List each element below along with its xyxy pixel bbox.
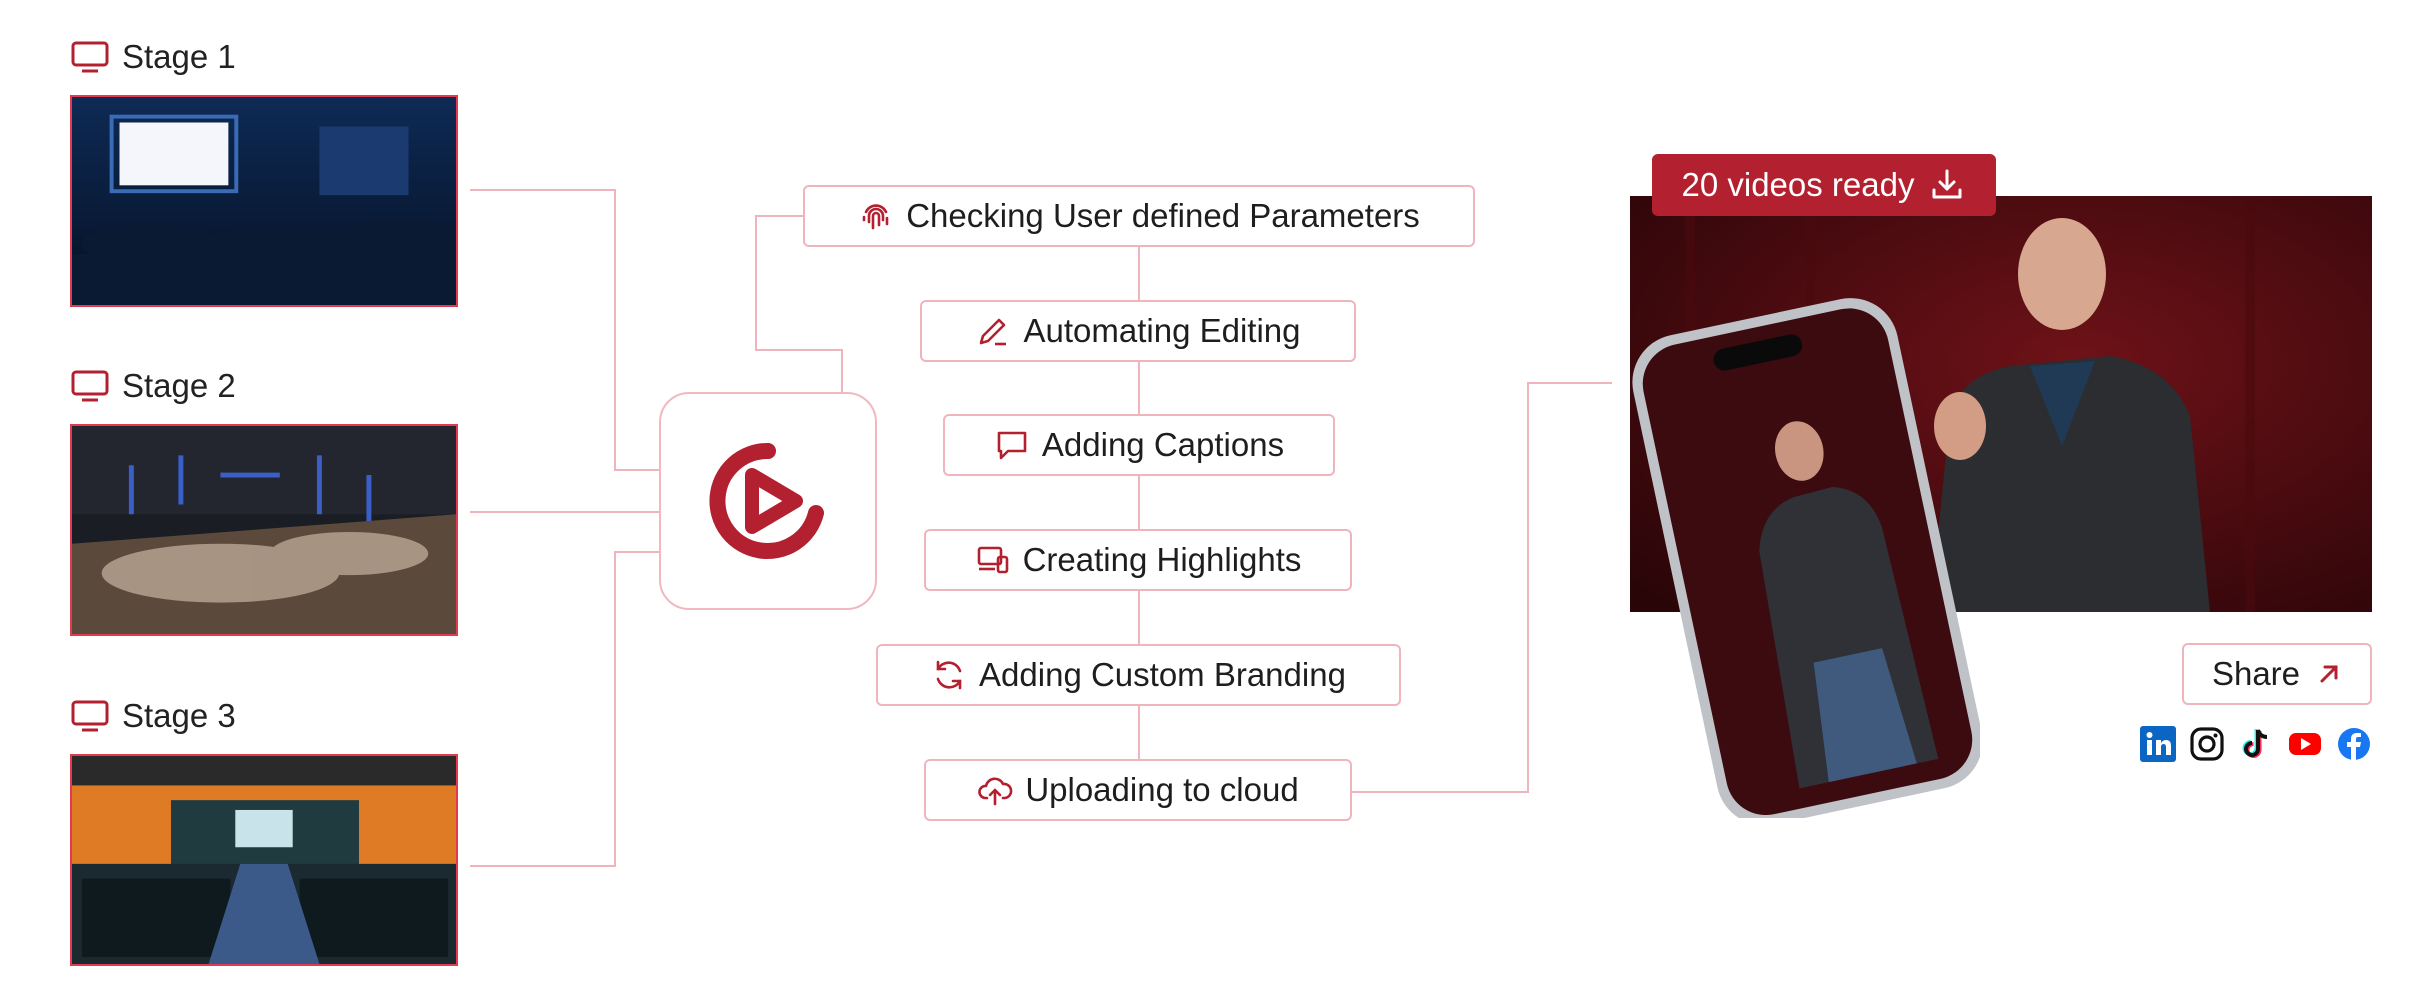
cloud-upload-icon <box>978 777 1013 806</box>
stage-2-label: Stage 2 <box>70 367 236 405</box>
monitor-icon <box>71 370 109 402</box>
refresh-icon <box>936 660 962 690</box>
badge-label: 20 videos ready <box>1681 166 1915 203</box>
step-adding-captions: Adding Captions <box>943 414 1335 476</box>
step-uploading-cloud: Uploading to cloud <box>924 759 1352 821</box>
step-label: Checking User defined Parameters <box>906 197 1420 234</box>
step-label: Automating Editing <box>1023 312 1301 349</box>
step-label: Adding Captions <box>1041 426 1285 463</box>
step-label: Adding Custom Branding <box>979 656 1346 693</box>
step-checking-parameters: Checking User defined Parameters <box>803 185 1475 247</box>
facebook-icon[interactable] <box>2336 726 2372 762</box>
arrow-up-right-icon <box>2320 665 2338 683</box>
step-creating-highlights: Creating Highlights <box>924 529 1352 591</box>
stage-3-image <box>70 754 458 966</box>
step-label: Uploading to cloud <box>1025 771 1299 808</box>
videos-ready-badge[interactable]: 20 videos ready <box>1652 154 1996 216</box>
phone-mockup <box>1630 282 1983 826</box>
fingerprint-icon <box>862 204 889 230</box>
youtube-icon[interactable] <box>2287 726 2323 762</box>
stage-2-image <box>70 424 458 636</box>
stage-1-label: Stage 1 <box>70 38 236 76</box>
monitor-icon <box>71 700 109 732</box>
chat-bubble-icon <box>997 431 1027 460</box>
stage-2-text: Stage 2 <box>122 367 236 404</box>
download-icon <box>1932 169 1962 199</box>
play-logo-icon <box>709 442 824 559</box>
step-adding-branding: Adding Custom Branding <box>876 644 1401 706</box>
linkedin-icon[interactable] <box>2140 726 2176 762</box>
social-icons <box>2140 726 2372 762</box>
step-label: Creating Highlights <box>1022 541 1302 578</box>
stage-1-text: Stage 1 <box>122 38 236 75</box>
instagram-icon[interactable] <box>2189 726 2225 762</box>
step-automating-editing: Automating Editing <box>920 300 1356 362</box>
app-logo-box <box>659 392 877 610</box>
share-label: Share <box>2211 655 2301 692</box>
stage-3-text: Stage 3 <box>122 697 236 734</box>
devices-icon <box>977 546 1008 574</box>
stage-1-image <box>70 95 458 307</box>
stage-3-label: Stage 3 <box>70 697 236 735</box>
tiktok-icon[interactable] <box>2238 726 2274 762</box>
pencil-icon <box>980 318 1007 346</box>
monitor-icon <box>71 41 109 73</box>
share-button[interactable]: Share <box>2182 643 2372 705</box>
